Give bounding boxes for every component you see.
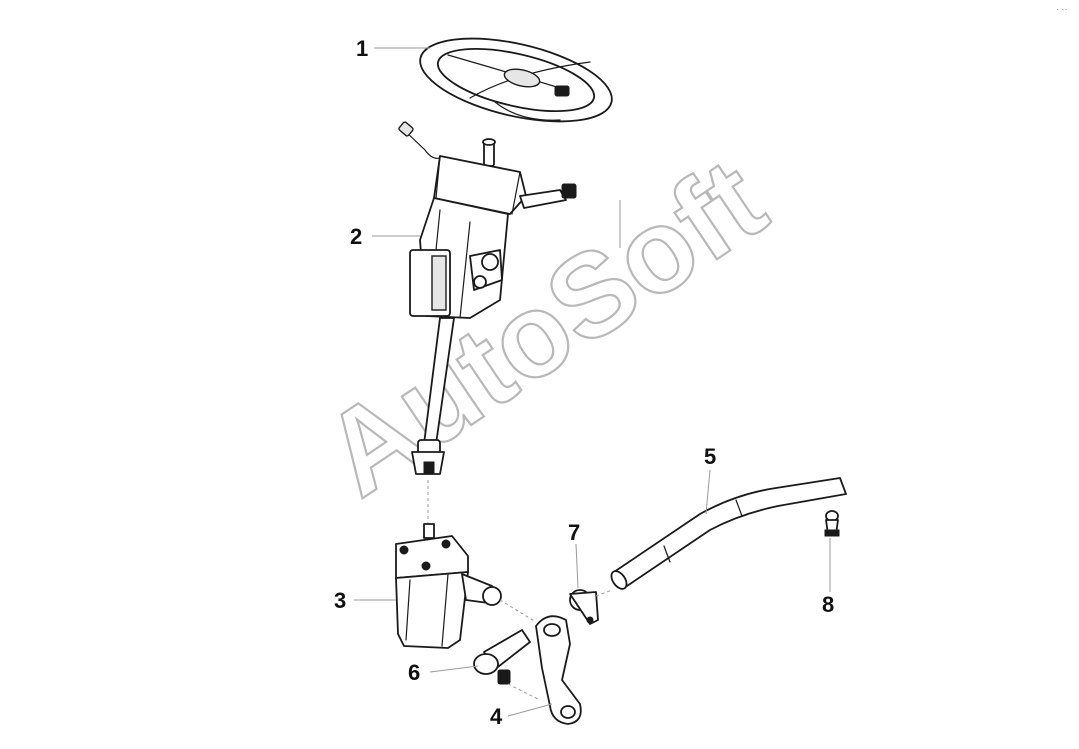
leader-line-5 bbox=[705, 469, 711, 515]
steering-column-part bbox=[398, 121, 577, 530]
callout-2: 2 bbox=[350, 224, 362, 249]
clamp-part bbox=[569, 589, 613, 625]
pitman-arm-part bbox=[535, 615, 582, 725]
steering-gear-part bbox=[395, 523, 537, 649]
callout-3: 3 bbox=[334, 588, 346, 613]
callout-8: 8 bbox=[822, 592, 834, 617]
callout-7: 7 bbox=[568, 520, 580, 545]
callout-1: 1 bbox=[356, 36, 368, 61]
drag-link-part bbox=[610, 477, 847, 590]
callout-4: 4 bbox=[490, 704, 503, 729]
ball-joint-part bbox=[473, 629, 541, 701]
corner-mark: · ·· bbox=[1056, 4, 1068, 14]
grease-fitting-part bbox=[824, 510, 840, 537]
leader-line-7 bbox=[575, 543, 579, 589]
steering-wheel-part bbox=[419, 37, 613, 123]
callout-5: 5 bbox=[704, 444, 716, 469]
leader-line-6 bbox=[429, 665, 479, 673]
callout-6: 6 bbox=[408, 660, 420, 685]
leader-line-4 bbox=[507, 703, 553, 717]
